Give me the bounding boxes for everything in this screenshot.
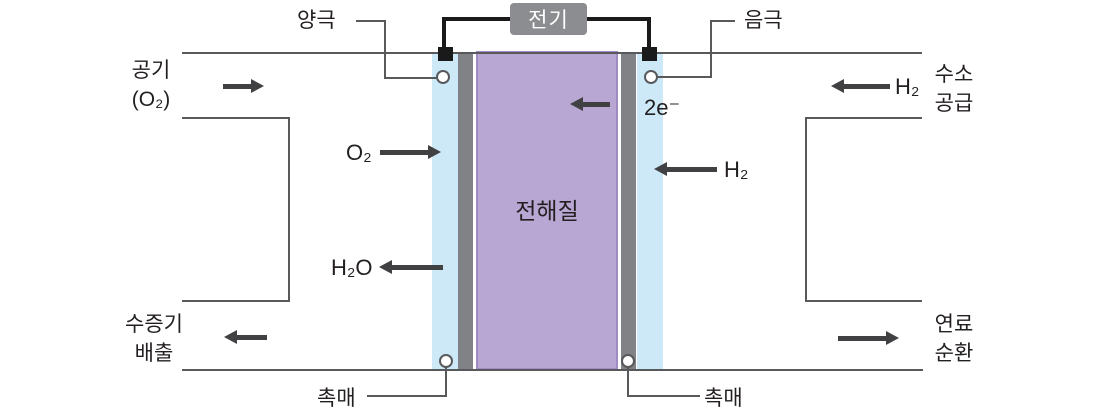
electrons-label: 2e⁻	[644, 95, 681, 120]
anode-leader-v	[384, 20, 386, 79]
air-inlet-line2: (O₂)	[131, 88, 171, 111]
left-baffle-right-line	[288, 117, 290, 302]
left-catalyst-leader-h	[367, 395, 447, 397]
right-catalyst-leader-v	[627, 361, 629, 397]
left-catalyst-label: 촉매	[317, 387, 356, 410]
cathode-leader-v	[710, 20, 712, 78]
left-baffle-top-line	[182, 117, 290, 119]
left-terminal-square	[438, 47, 453, 61]
electricity-box: 전기	[510, 3, 587, 35]
anode-leader-h1	[356, 20, 386, 22]
fuel-recirc-line2: 순환	[934, 342, 974, 365]
left-catalyst-node	[439, 354, 453, 368]
steam-outlet-line1: 수증기	[125, 313, 183, 336]
anode-node	[436, 70, 450, 84]
right-terminal-square	[642, 47, 657, 61]
hydrogen-mid-label: H₂	[724, 157, 749, 182]
right-catalyst-leader-h	[627, 395, 700, 397]
cathode-leader-h1	[655, 76, 712, 78]
right-wire-horizontal	[585, 17, 651, 21]
air-inlet-arrow	[223, 79, 264, 93]
right-baffle-left-line	[805, 117, 807, 302]
right-catalyst-node	[621, 354, 635, 368]
left-wire-horizontal	[442, 17, 512, 21]
fuel-recirc-line1: 연료	[934, 313, 974, 336]
left-electrode-layer	[458, 53, 473, 370]
right-gas-diffusion-layer	[637, 53, 663, 370]
cell-bottom-line	[182, 369, 923, 371]
water-label: H₂O	[331, 255, 373, 280]
cathode-label: 음극	[744, 9, 783, 32]
right-electrode-layer	[621, 53, 636, 370]
right-wire-vertical	[647, 17, 651, 50]
anode-label: 양극	[297, 9, 336, 32]
hydrogen-supply-label: 수소 공급	[928, 60, 980, 118]
oxygen-arrow	[380, 145, 441, 159]
electricity-label: 전기	[528, 9, 569, 32]
oxygen-label: O₂	[346, 140, 372, 165]
hydrogen-in-arrow	[654, 162, 717, 176]
right-baffle-bottom-line	[805, 300, 922, 302]
cell-top-line	[182, 52, 922, 54]
air-inlet-line1: 공기	[131, 59, 171, 82]
steam-outlet-label: 수증기 배출	[119, 310, 189, 368]
electrolyte-label: 전해질	[515, 198, 579, 224]
air-inlet-label: 공기 (O₂)	[116, 56, 186, 114]
right-baffle-top-line	[805, 117, 922, 119]
steam-outlet-line2: 배출	[134, 342, 174, 365]
anode-leader-h2	[384, 77, 440, 79]
hydrogen-top-label: H₂	[895, 74, 920, 99]
fuel-recirc-label: 연료 순환	[928, 310, 980, 368]
water-arrow	[379, 260, 443, 274]
left-baffle-bottom-line	[182, 300, 290, 302]
left-wire-vertical	[442, 17, 446, 50]
hydrogen-supply-line1: 수소	[934, 63, 974, 86]
left-catalyst-leader-v	[445, 361, 447, 397]
steam-outlet-arrow	[224, 330, 267, 344]
cathode-node	[644, 70, 658, 84]
hydrogen-supply-arrow	[831, 79, 890, 93]
cathode-leader-h2	[710, 20, 735, 22]
electron-flow-arrow	[570, 97, 610, 111]
hydrogen-supply-line2: 공급	[934, 92, 974, 115]
fuel-recirc-arrow	[838, 331, 899, 345]
left-gas-diffusion-layer	[432, 53, 458, 370]
right-catalyst-label: 촉매	[704, 387, 743, 410]
